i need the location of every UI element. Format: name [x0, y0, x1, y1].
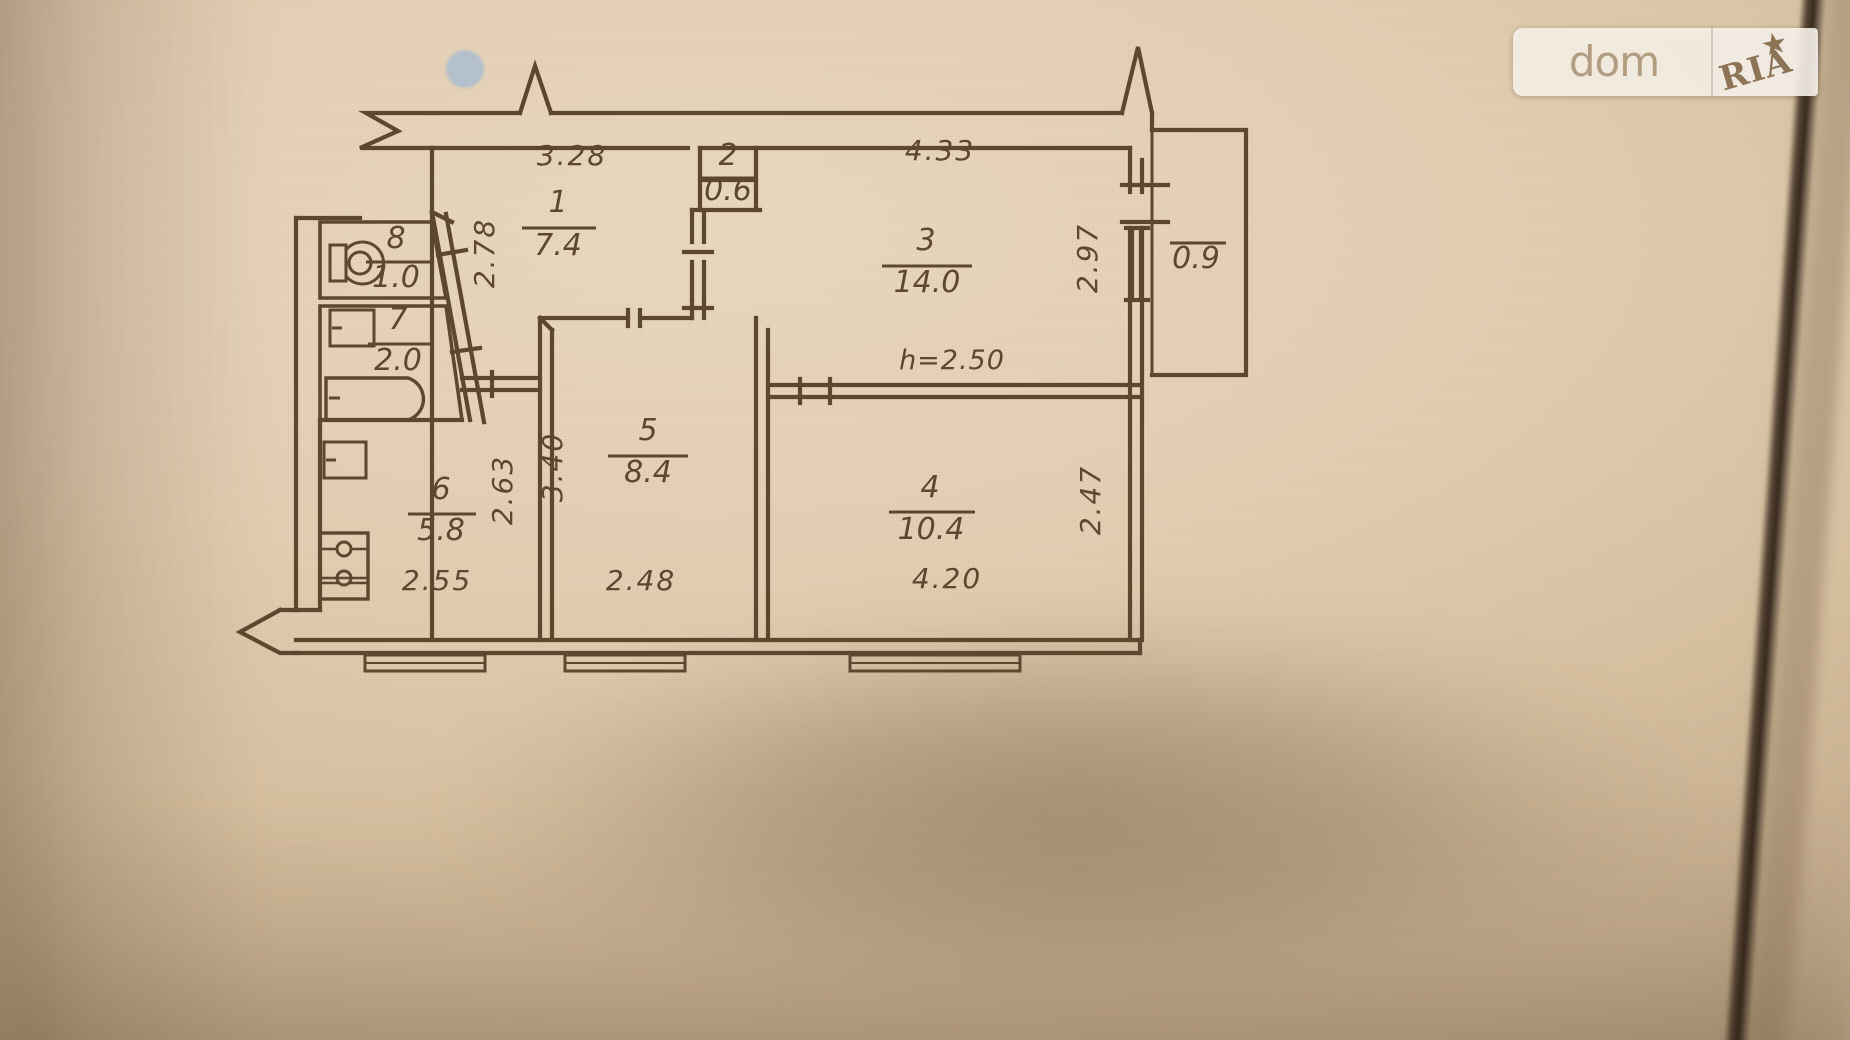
room-label-room-5: 58.4 — [608, 413, 688, 490]
dimension-dim-4-33: 4.33 — [905, 134, 975, 167]
room-area: 14.0 — [894, 265, 961, 300]
room-label-room-6: 65.8 — [408, 472, 476, 548]
room-area: 1.0 — [372, 260, 420, 295]
dimension-dim-2-78: 2.78 — [468, 218, 501, 288]
room-number: 1 — [548, 185, 567, 220]
watermark-ria-box: ★ RIA — [1711, 28, 1818, 96]
dimension-dim-2-55: 2.55 — [402, 564, 472, 597]
wall-break-zigzag-top — [357, 110, 435, 151]
door-mark-wc — [435, 247, 469, 258]
room-label-room-7: 72.0 — [368, 302, 434, 378]
bathroom-sink-fixture — [328, 308, 376, 348]
room-area: 7.4 — [534, 228, 582, 263]
gas-stove-fixture — [318, 531, 370, 601]
room-label-room-8: 81.0 — [366, 221, 434, 295]
annotation-ceiling-height: h=2.50 — [899, 345, 1005, 376]
dimension-dim-2-63: 2.63 — [486, 455, 519, 525]
watermark-dom-text: dom — [1568, 37, 1660, 86]
room-area: 8.4 — [624, 455, 672, 490]
room-label-room-4: 410.4 — [889, 470, 975, 547]
wall-bath-right-diag-b — [443, 211, 487, 425]
wall-room5-corner — [537, 315, 555, 333]
watermark-ria-text: RIA — [1714, 40, 1797, 96]
plumbing-fixtures — [318, 240, 426, 601]
dimension-dim-4-20: 4.20 — [912, 562, 982, 595]
room-label-room-3: 314.0 — [882, 223, 972, 300]
room-label-room-2: 20.6 — [700, 138, 757, 208]
dimension-dim-2-47: 2.47 — [1074, 465, 1107, 535]
wall-break-zigzag-bottom — [235, 607, 299, 656]
wall-break-M-right — [1119, 46, 1155, 116]
dimension-dim-2-97: 2.97 — [1071, 223, 1104, 293]
watermark-dom-box: dom — [1513, 28, 1711, 96]
room-number: 7 — [388, 302, 407, 337]
balcony-outline — [1149, 127, 1249, 378]
watermark-domria: dom ★ RIA — [1513, 28, 1818, 96]
room-number: 4 — [920, 470, 939, 505]
dimension-dim-2-48: 2.48 — [606, 564, 676, 597]
room-number: 8 — [386, 221, 405, 256]
room-number: 2 — [718, 138, 737, 173]
room-number: 6 — [431, 472, 450, 507]
annotation-label-group: h=2.50 — [899, 345, 1005, 376]
kitchen-sink-fixture — [322, 440, 368, 480]
windows — [363, 653, 1022, 673]
dimension-dim-3-28: 3.28 — [537, 139, 607, 172]
room-area: 10.4 — [898, 512, 965, 547]
room-label-room-1: 17.4 — [522, 185, 596, 263]
room-area: 2.0 — [374, 343, 422, 378]
dimension-dim-3-40: 3.40 — [536, 432, 569, 502]
room-area: 0.9 — [1172, 241, 1220, 276]
room-number: 5 — [638, 413, 657, 448]
dimension-label-group: 3.28 4.33 2.55 2.48 4.20 2.78 2.97 2.63 3.40 2.47 — [402, 134, 1107, 597]
room-area: 0.6 — [704, 173, 752, 208]
bathtub-fixture — [324, 376, 426, 422]
room-label-balcony: 0.9 — [1170, 241, 1226, 276]
room-area: 5.8 — [417, 513, 465, 548]
room-number: 3 — [916, 223, 935, 258]
wall-break-M-left — [517, 59, 554, 116]
door-mark-bath — [449, 345, 483, 355]
wall-bath-right-diag-a — [429, 209, 473, 423]
